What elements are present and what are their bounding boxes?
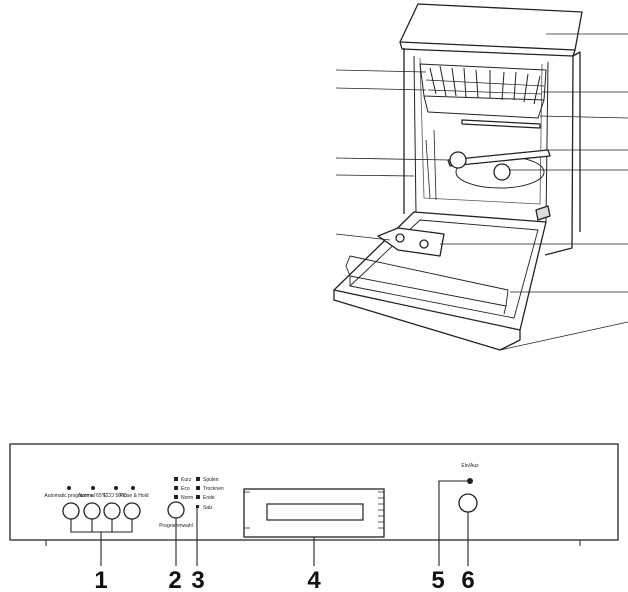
button-label-4: Rinse & Hold: [119, 493, 148, 499]
program-button-2[interactable]: [83, 502, 101, 520]
status-label-1: Spülen: [203, 477, 219, 483]
led-kurz: [174, 477, 178, 481]
lower-spray-arm: [447, 149, 551, 189]
callout-3: 3: [191, 567, 204, 592]
select-button[interactable]: [167, 501, 185, 519]
upper-spray-arm: [461, 119, 541, 129]
leader-lines: [335, 33, 628, 351]
button-label-3: ECO 50°C: [103, 493, 127, 499]
callout-4: 4: [307, 567, 321, 592]
callout-6: 6: [461, 567, 474, 592]
button-label-2: Normal 65°C: [79, 493, 108, 499]
program-button-4[interactable]: [123, 502, 141, 520]
detergent-dispenser: [377, 227, 445, 257]
status-led-1: [196, 477, 200, 481]
program-led-1: [67, 486, 71, 490]
led-label-eco: Eco: [181, 486, 190, 492]
power-section: Ein/Aus: [438, 463, 479, 566]
open-door: [333, 205, 551, 351]
power-led: [467, 478, 473, 484]
button-label-1: Automatic programme: [44, 493, 93, 499]
cabinet-body: [403, 48, 581, 256]
callout-5: 5: [431, 567, 444, 592]
status-led-3: [196, 495, 200, 499]
program-button-1[interactable]: [62, 502, 80, 520]
door-handle[interactable]: [243, 488, 385, 566]
led-label-norm: Norm: [181, 495, 193, 501]
power-button[interactable]: [458, 493, 478, 513]
callout-2: 2: [168, 567, 181, 592]
bracket-1: [70, 519, 133, 566]
led-eco: [174, 486, 178, 490]
upper-basket: [419, 63, 547, 119]
led-label-kurz: Kurz: [181, 477, 192, 483]
program-led-4: [131, 486, 135, 490]
program-led-3: [114, 486, 118, 490]
status-led-2: [196, 486, 200, 490]
power-label: Ein/Aus: [461, 463, 479, 469]
program-select: Kurz Eco Norm Programmwahl: [159, 477, 193, 566]
control-panel: Automatic programme Normal 65°C ECO 50°C…: [9, 443, 619, 566]
worktop: [399, 3, 583, 51]
status-led-4: [196, 505, 199, 508]
callout-1: 1: [94, 567, 107, 592]
status-label-2: Trocknen: [203, 486, 224, 492]
status-label-3: Ende: [203, 495, 215, 501]
program-buttons: Automatic programme Normal 65°C ECO 50°C…: [44, 486, 149, 566]
program-button-3[interactable]: [103, 502, 121, 520]
dishwasher-illustration: [333, 3, 628, 351]
status-label-4: Salz: [203, 505, 213, 511]
program-led-2: [91, 486, 95, 490]
callout-numbers: 1 2 3 4 5 6: [94, 567, 474, 592]
led-norm: [174, 495, 178, 499]
status-indicators: Spülen Trocknen Ende Salz: [196, 477, 224, 566]
